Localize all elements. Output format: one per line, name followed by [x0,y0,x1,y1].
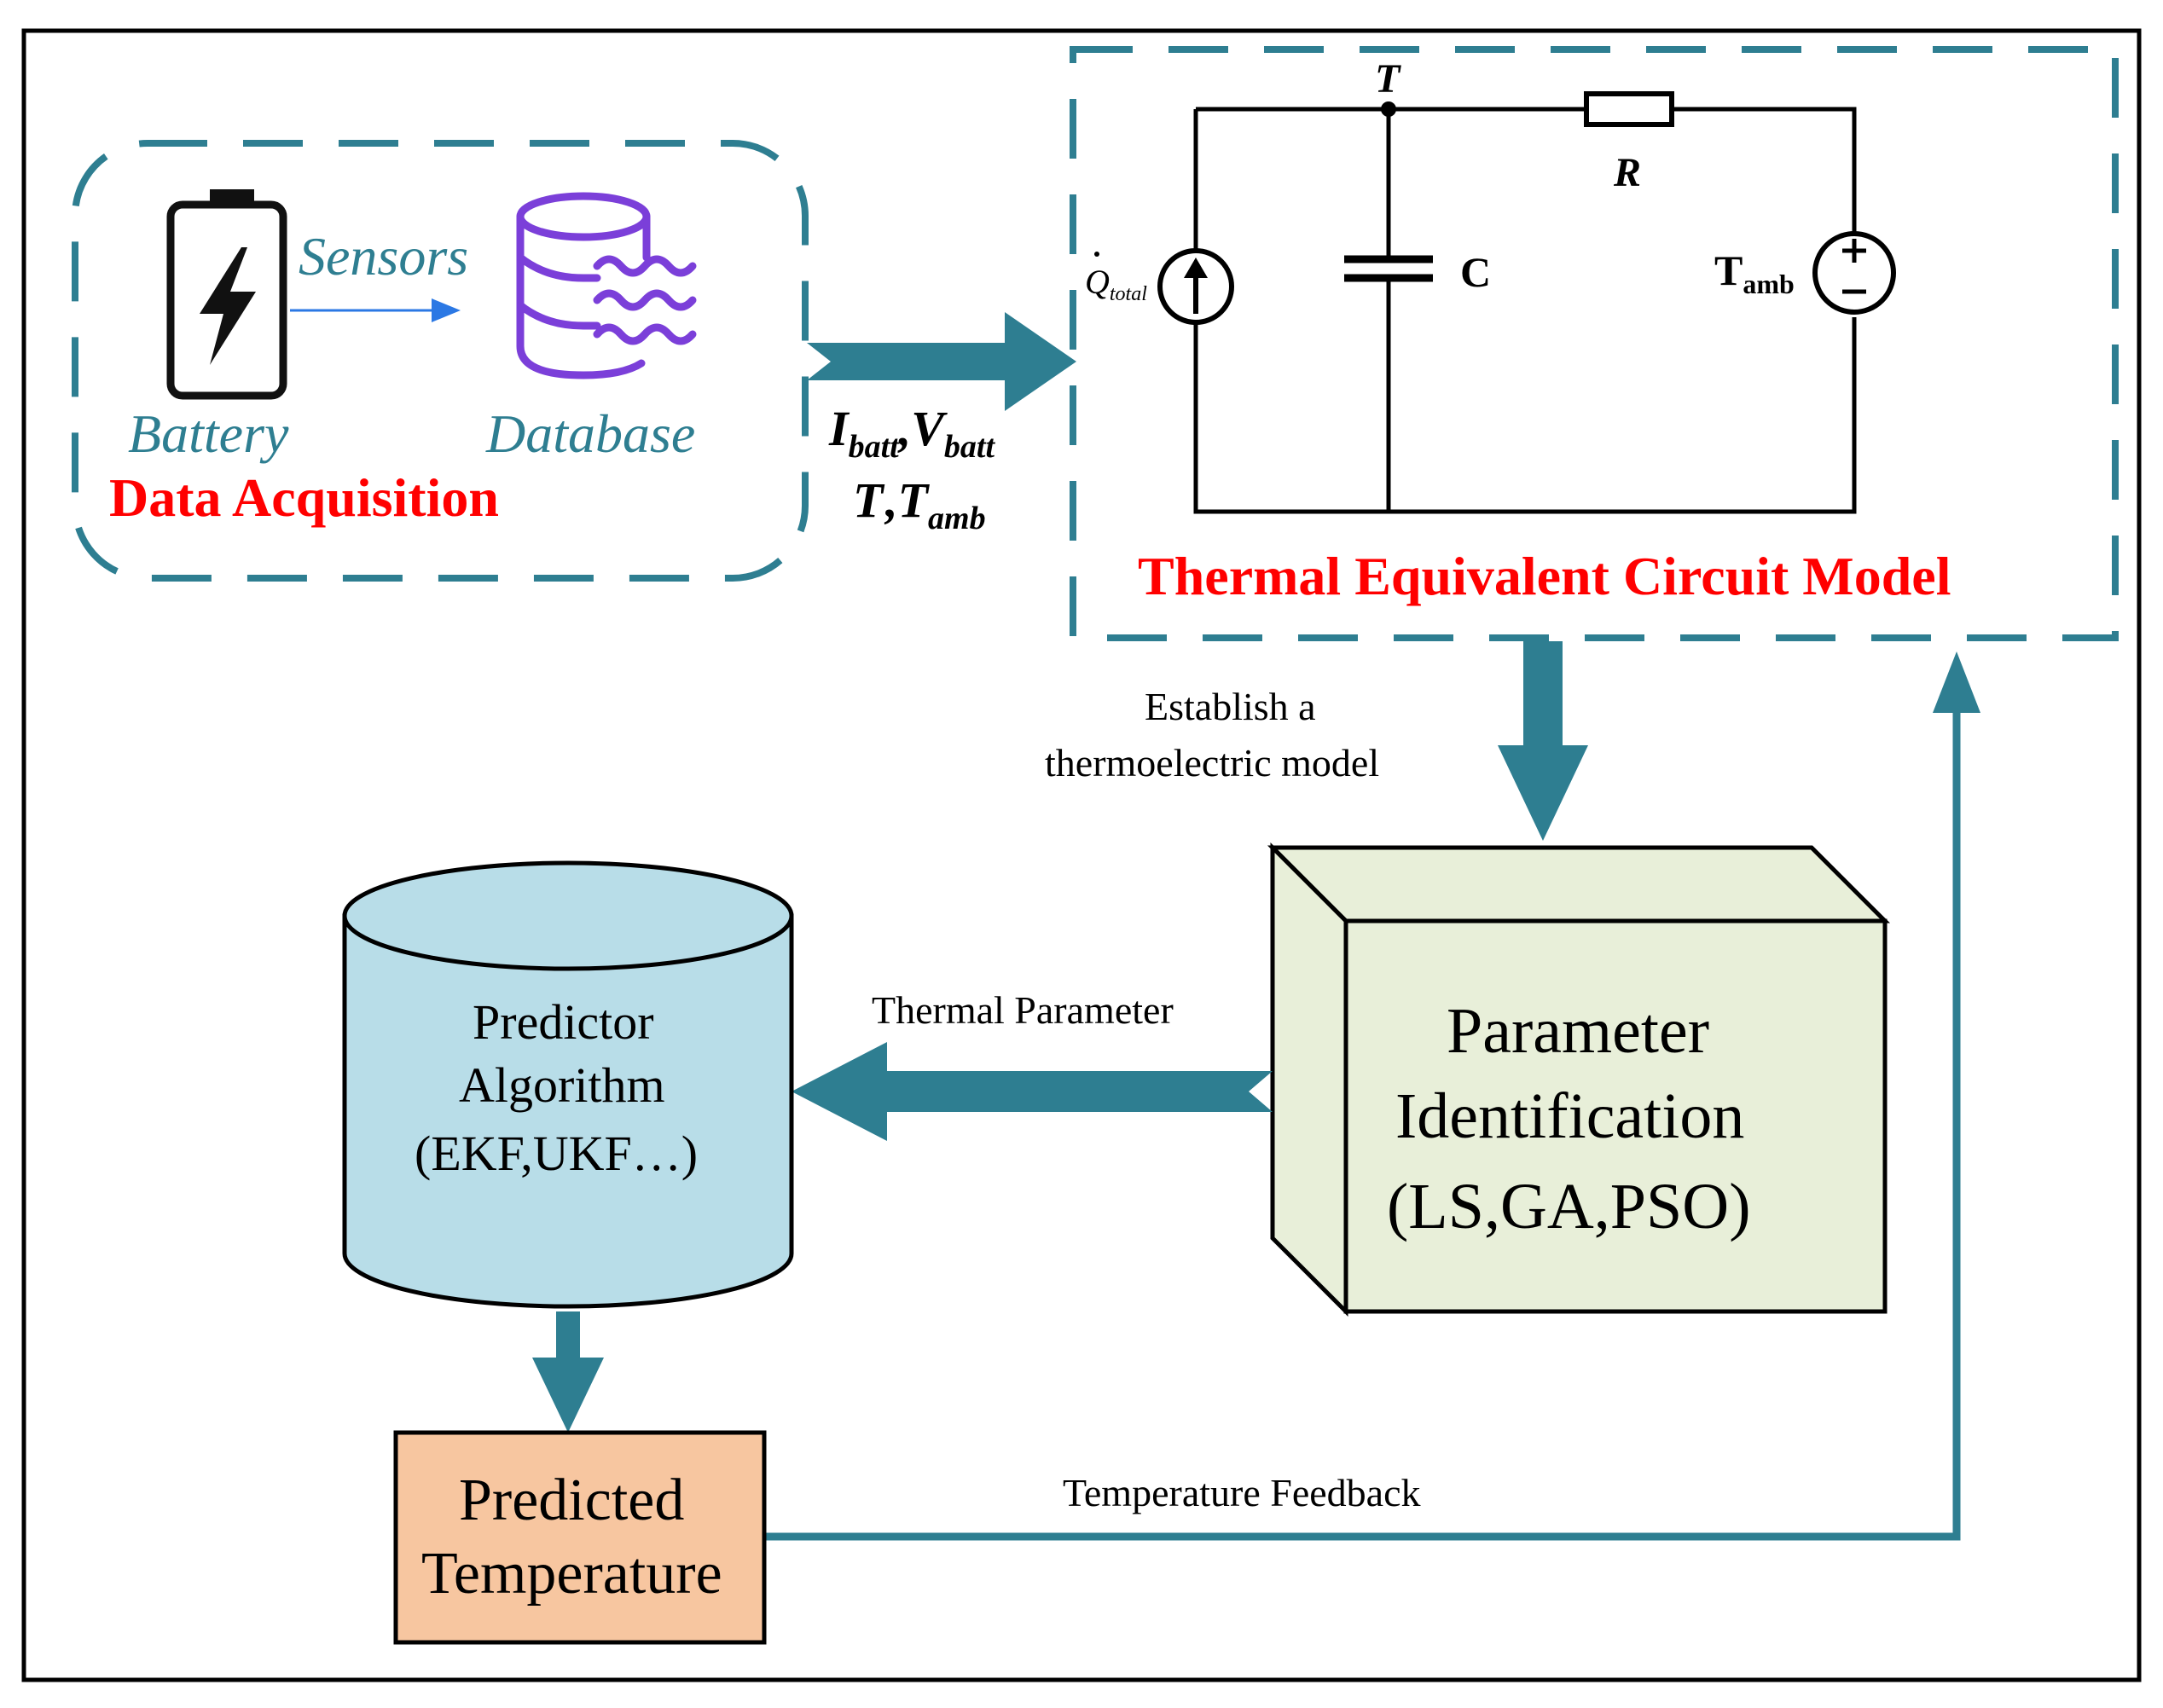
sensors-label: Sensors [299,226,468,287]
resistor-symbol [1584,91,1674,127]
heat-source-label: Qtotal [1085,252,1147,305]
predictor-line2: Algorithm [459,1057,665,1113]
feedback-line [764,706,1961,1541]
signals-label: Ibatt,Vbatt T,Tamb [828,401,995,536]
capacitor-label: C [1460,248,1491,296]
outer-border [21,28,2142,1682]
node-dot [1381,101,1396,117]
feedback-label: Temperature Feedback [1063,1471,1421,1514]
svg-text:Qtotal: Qtotal [1085,263,1147,305]
node-label: T [1375,56,1401,101]
parameter-identification-line2: Identification [1395,1080,1744,1152]
parameter-identification-line3: (LS,GA,PSO) [1387,1171,1751,1242]
predicted-temperature-box: Predicted Temperature [393,1430,767,1645]
circuit-wires [1193,107,1857,514]
data-acquisition-title: Data Acquisition [109,467,499,528]
predicted-line2: Temperature [421,1541,722,1607]
establish-label-line1: Establish a [1145,685,1316,728]
feedback-arrowhead [1933,651,1980,713]
ambient-source-label: Tamb [1714,246,1795,299]
thermal-circuit-title: Thermal Equivalent Circuit Model [1138,546,1951,606]
thermal-circuit-dashed-box [1070,46,2119,641]
predictor-line1: Predictor [473,994,654,1050]
acquisition-to-circuit-arrow [807,312,1076,411]
circuit-to-identification-arrow [1498,641,1588,841]
predicted-line1: Predicted [459,1468,684,1533]
svg-text:T,Tamb: T,Tamb [853,472,986,536]
data-acquisition-group: Sensors Battery Database Data Acquisitio… [72,140,809,582]
predictor-line3: (EKF,UKF…) [415,1126,698,1181]
sensors-arrowhead [432,298,461,322]
database-icon [516,192,697,379]
data-acquisition-dashed-box [72,140,809,582]
resistor-label: R [1613,150,1641,195]
predictor-cylinder: Predictor Algorithm (EKF,UKF…) [342,860,794,1309]
battery-bolt-icon [166,189,287,400]
parameter-identification-box: Parameter Identification (LS,GA,PSO) [1267,842,1891,1317]
establish-label-line2: thermoelectric model [1045,741,1379,785]
battery-label: Battery [128,403,289,464]
parameter-identification-line1: Parameter [1447,995,1709,1067]
svg-text:Ibatt,Vbatt: Ibatt,Vbatt [828,401,995,465]
predictor-to-predicted-arrow [532,1311,604,1433]
thermal-circuit-group: T R C Qtotal Tamb Therma [1070,46,2119,641]
ambient-voltage-source-symbol [1812,231,1896,315]
current-source-symbol [1157,248,1234,325]
thermal-parameter-label: Thermal Parameter [872,988,1174,1032]
identification-to-predictor-arrow [792,1042,1273,1141]
database-label: Database [485,403,695,464]
